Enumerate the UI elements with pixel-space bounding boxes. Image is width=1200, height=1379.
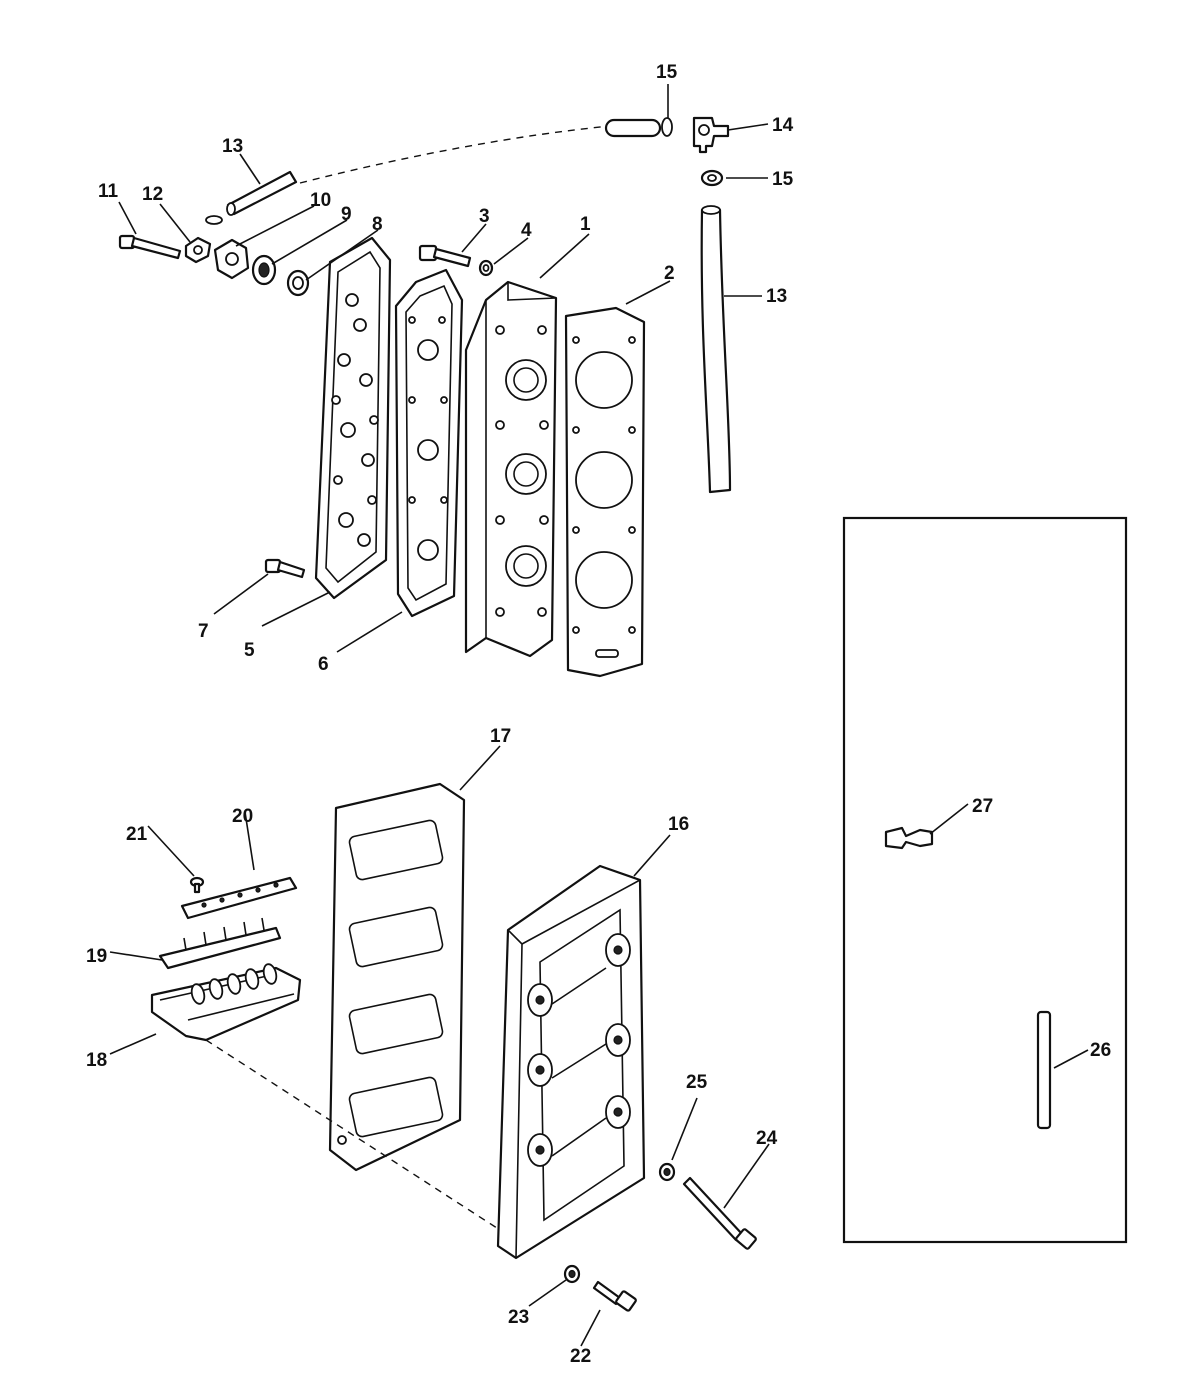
stop-plate-20 xyxy=(180,876,298,920)
hose-segment-top xyxy=(604,118,662,138)
cylinder-head-cover-5 xyxy=(314,236,392,600)
cylinder-head-1 xyxy=(464,280,558,658)
small-clamp xyxy=(205,215,223,225)
inset-box xyxy=(842,516,1128,1244)
callout-24: 24 xyxy=(756,1128,778,1149)
hose-13-long xyxy=(700,205,732,494)
callout-11: 11 xyxy=(98,181,119,202)
washer-23 xyxy=(563,1264,581,1284)
callout-4: 4 xyxy=(521,220,532,241)
callout-15-top: 15 xyxy=(656,62,678,83)
callout-7: 7 xyxy=(198,621,209,642)
callout-3: 3 xyxy=(479,206,490,227)
callout-1: 1 xyxy=(580,214,591,235)
callout-15-lower: 15 xyxy=(772,169,794,190)
leader-lines xyxy=(109,84,1089,1347)
bolt-22 xyxy=(592,1280,637,1312)
fitting-27 xyxy=(884,826,934,850)
callout-17: 17 xyxy=(490,726,511,747)
head-gasket-2 xyxy=(564,306,646,678)
callout-16: 16 xyxy=(668,814,689,835)
gasket-17 xyxy=(328,782,466,1172)
bolt-7 xyxy=(264,558,306,579)
callout-13-short: 13 xyxy=(222,136,243,157)
callout-25: 25 xyxy=(686,1072,708,1093)
gasket-6 xyxy=(394,268,464,618)
thermostat-housing-10 xyxy=(213,238,250,280)
reed-block-18 xyxy=(150,963,302,1042)
callout-8: 8 xyxy=(372,214,383,235)
reed-alignment-dashed-line xyxy=(205,1039,501,1231)
seal-8 xyxy=(286,269,310,297)
callout-12: 12 xyxy=(142,184,163,205)
callout-10: 10 xyxy=(310,190,331,211)
callout-18: 18 xyxy=(86,1050,107,1071)
clamp-15-top xyxy=(661,117,673,137)
screw-21 xyxy=(189,876,205,894)
callout-20: 20 xyxy=(232,806,253,827)
bolt-24 xyxy=(682,1176,757,1250)
callout-26: 26 xyxy=(1090,1040,1111,1061)
callout-5: 5 xyxy=(244,640,255,661)
callout-2: 2 xyxy=(664,263,675,284)
callout-14: 14 xyxy=(772,115,794,136)
callout-23: 23 xyxy=(508,1307,529,1328)
bolt-11 xyxy=(118,234,182,260)
adaptor-plate-16 xyxy=(496,864,646,1260)
hose-routing-dashed-line xyxy=(299,125,611,184)
elbow-fitting-14 xyxy=(692,116,730,154)
fitting-12 xyxy=(184,236,212,264)
tube-26 xyxy=(1036,1010,1052,1130)
callout-19: 19 xyxy=(86,946,107,967)
bolt-3 xyxy=(418,244,472,268)
callout-21: 21 xyxy=(126,824,148,845)
reed-petals-19 xyxy=(158,917,282,970)
callout-27: 27 xyxy=(972,796,993,817)
clamp-15-lower xyxy=(700,169,724,187)
callout-6: 6 xyxy=(318,654,329,675)
washer-25 xyxy=(658,1162,676,1182)
callout-labels: 1 2 3 4 5 6 7 8 9 10 11 12 13 13 14 15 1… xyxy=(86,62,1111,1367)
hose-13-short xyxy=(226,170,298,216)
callout-9: 9 xyxy=(341,204,352,225)
washer-4 xyxy=(478,259,494,277)
thermostat-9 xyxy=(251,254,277,286)
callout-22: 22 xyxy=(570,1346,591,1367)
callout-13-long: 13 xyxy=(766,286,787,307)
